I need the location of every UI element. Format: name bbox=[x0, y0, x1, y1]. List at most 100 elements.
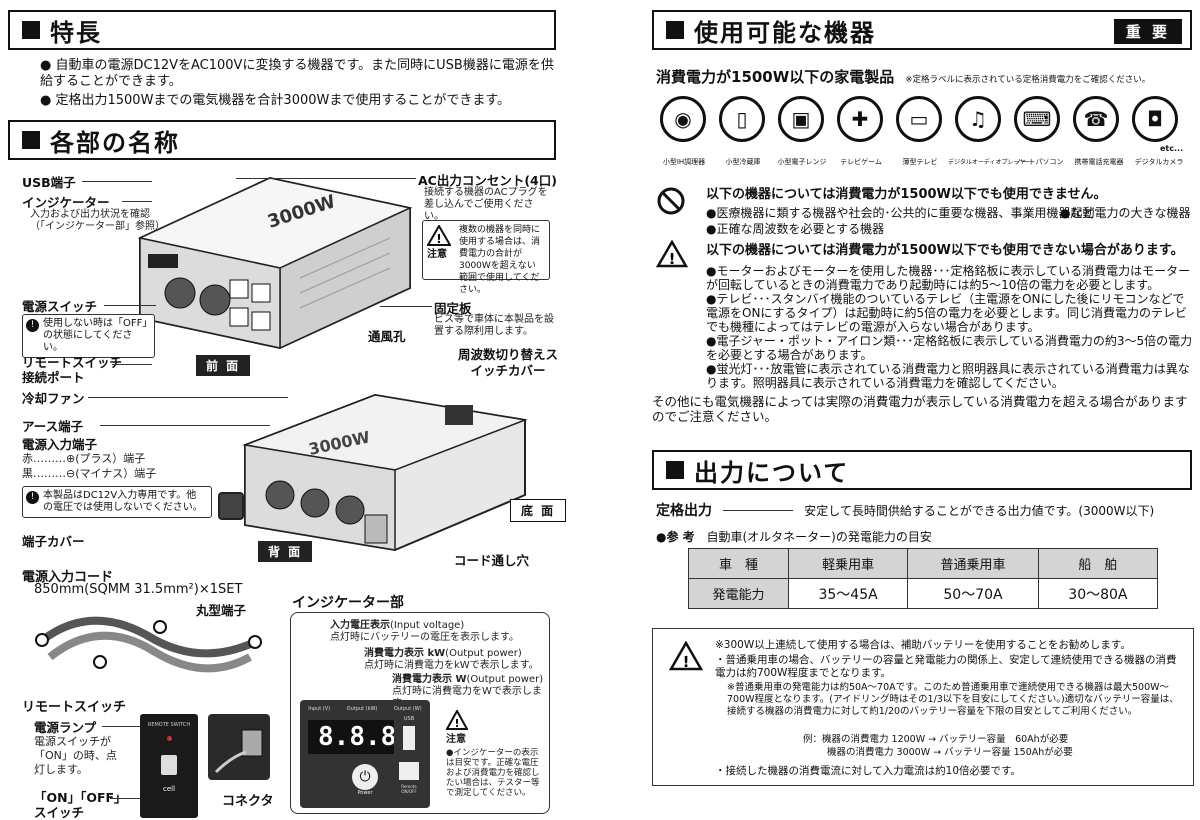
device-label: ノートパソコン bbox=[1014, 158, 1064, 166]
power-input-label: 電源入力端子 bbox=[22, 437, 98, 452]
output-title: 出力について bbox=[694, 458, 850, 487]
terminal-cover-label: 端子カバー bbox=[22, 534, 85, 549]
usb-port[interactable] bbox=[403, 726, 415, 750]
camera-icon: ◘ bbox=[1132, 96, 1178, 142]
indicator-caution-text: ●インジケーターの表示は目安です。正確な電圧および消費電力を確認したい場合は、テ… bbox=[446, 748, 540, 798]
remote-port-label: リモートスイッチ接続ポート bbox=[22, 355, 123, 385]
parts-header: 各部の名称 bbox=[8, 120, 556, 160]
indicator-sub: 入力および出力状況を確認（「インジケーター部」参照） bbox=[30, 209, 165, 232]
device-label: 小型冷蔵庫 bbox=[725, 158, 761, 166]
usable-title: 使用可能な機器 bbox=[694, 18, 876, 47]
warn-item-3: ●電子ジャー・ポット・アイロン類･･･定格銘板に表示している消費電力の約3～5倍… bbox=[706, 334, 1193, 362]
power-button-icon[interactable]: ⏻ bbox=[352, 764, 378, 790]
terminal-cover-illustration bbox=[218, 492, 244, 520]
ih-cooker-icon: ◉ bbox=[660, 96, 706, 142]
notice-line-4: ・接続した機器の消費電流に対して入力電流は約10倍必要です。 bbox=[715, 765, 1021, 777]
leader-line bbox=[104, 305, 156, 306]
prohibit-item-1: ●医療機器に類する機器や社会的･公共的に重要な機器、事業用機器など bbox=[706, 206, 1095, 220]
indicator-label: インジケーター bbox=[22, 195, 110, 210]
leader-line bbox=[236, 178, 416, 179]
table-cell: 発電能力 bbox=[688, 578, 789, 609]
freq-switch-label: 周波数切り替えスイッチカバー bbox=[458, 347, 559, 378]
prohibit-item-3: ●正確な周波数を必要とする機器 bbox=[706, 222, 885, 236]
leader-line bbox=[122, 201, 152, 202]
onoff-label: 「ON」「OFF」スイッチ bbox=[34, 790, 121, 820]
bottom-tag: 底 面 bbox=[510, 499, 567, 522]
usable-lead: 消費電力が1500W以下の家電製品 ※定格ラベルに表示されている定格消費電力をご… bbox=[656, 68, 1151, 86]
device-label: 小型電子レンジ bbox=[777, 158, 827, 166]
power-label: Power bbox=[357, 790, 373, 796]
table-header-cell: 軽乗用車 bbox=[787, 548, 909, 579]
remote-plate-text: REMOTE SWITCH bbox=[147, 722, 191, 728]
fridge-icon: ▯ bbox=[719, 96, 765, 142]
table-header-cell: 普通乗用車 bbox=[907, 548, 1039, 579]
warn-item-2: ●テレビ･･･スタンバイ機能のついているテレビ（主電源をONにした後にリモコンな… bbox=[706, 292, 1187, 334]
usb-port-panel: USB Remote ON/OFF bbox=[394, 712, 424, 804]
svg-text:!: ! bbox=[436, 232, 441, 246]
remote-plate-brand: cell bbox=[162, 785, 176, 793]
ac-outlet-label: AC出力コンセント(4口) bbox=[418, 173, 557, 188]
table-header-cell: 船 舶 bbox=[1037, 548, 1159, 579]
usb-label-small: USB bbox=[403, 716, 415, 722]
table-cell: 35～45A bbox=[787, 578, 909, 609]
power-switch-label: 電源スイッチ bbox=[22, 299, 98, 314]
features-header: 特長 bbox=[8, 10, 556, 50]
connector-label: コネクタ bbox=[222, 794, 274, 809]
onoff-switch[interactable] bbox=[161, 755, 177, 775]
game-controller-icon: ✚ bbox=[837, 96, 883, 142]
leader-line bbox=[102, 726, 158, 727]
svg-text:!: ! bbox=[454, 717, 459, 730]
remote-port[interactable] bbox=[399, 762, 419, 780]
remote-switch-plate: REMOTE SWITCH cell bbox=[140, 714, 198, 818]
back-tag: 背 面 bbox=[258, 541, 313, 562]
notice-line-1: ※300W以上連続して使用する場合は、補助バッテリーを使用することをお勧めします… bbox=[715, 639, 1131, 651]
alert-icon: ! bbox=[26, 491, 39, 504]
front-tag: 前 面 bbox=[196, 355, 251, 376]
generation-capacity-table: 車 種 軽乗用車 普通乗用車 船 舶 発電能力 35～45A 50～70A 30… bbox=[688, 548, 1159, 609]
svg-text:!: ! bbox=[669, 250, 676, 268]
notice-example-1: 例：機器の消費電力 1200W → バッテリー容量 60Ahが必要 bbox=[803, 734, 1069, 745]
notice-example-2: 機器の消費電力 3000W → バッテリー容量 150Ahが必要 bbox=[827, 747, 1073, 758]
table-cell: 30～80A bbox=[1037, 578, 1159, 609]
power-cord-title: 電源入力コード bbox=[22, 570, 114, 585]
caution-label: 注意 bbox=[427, 249, 447, 260]
warning-icon: ! bbox=[656, 240, 688, 268]
device-label: 薄型テレビ bbox=[902, 158, 938, 166]
remote-onoff-label: Remote ON/OFF bbox=[401, 784, 417, 794]
black-terminal: 黒………⊖(マイナス）端子 bbox=[22, 467, 157, 480]
square-icon bbox=[666, 21, 684, 39]
square-icon bbox=[22, 21, 40, 39]
feature-bullet-1: ● 自動車の電源DC12VをAC100Vに変換する機器です。また同時にUSB機器… bbox=[40, 58, 554, 89]
parts-title: 各部の名称 bbox=[50, 128, 180, 157]
device-label: テレビゲーム bbox=[840, 158, 882, 166]
notice-line-3: ※普通乗用車の発電能力は約50A～70Aです。このため普通乗用車で連続使用できる… bbox=[727, 682, 1179, 717]
output-header: 出力について bbox=[652, 450, 1192, 490]
inverter-front-illustration: 3000W bbox=[137, 176, 413, 350]
usable-header: 使用可能な機器 重 要 bbox=[652, 10, 1192, 50]
device-label: 小型IH調理器 bbox=[662, 158, 706, 166]
square-icon bbox=[22, 131, 40, 149]
input-voltage-desc: 入力電圧表示(Input voltage) 点灯時にバッテリーの電圧を表示します… bbox=[330, 620, 519, 643]
warn-item-1: ●モーターおよびモーターを使用した機器･･･定格銘板に表示している消費電力はモー… bbox=[706, 264, 1191, 292]
square-icon bbox=[666, 461, 684, 479]
dc-note: ! 本製品はDC12V入力専用です。他の電圧では使用しないでください。 bbox=[22, 486, 212, 518]
notice-box: ! ※300W以上連続して使用する場合は、補助バッテリーを使用することをお勧めし… bbox=[652, 628, 1194, 786]
notice-line-2: ・普通乗用車の場合、バッテリーの容量と発電能力の関係上、安定して連続使用できる機… bbox=[715, 654, 1177, 679]
warn-head: 以下の機器については消費電力が1500W以下でも使用できない場合があります。 bbox=[706, 243, 1184, 258]
lamp-label: 電源ランプ bbox=[34, 720, 97, 735]
ac-caution-note: ! 注意 複数の機器を同時に使用する場合は、消費電力の合計が3000Wを超えない… bbox=[422, 220, 550, 295]
leader-line bbox=[82, 181, 152, 182]
lamp-sub: 電源スイッチが「ON」の時、点灯します。 bbox=[34, 735, 117, 776]
fixing-plate-label: 固定板 bbox=[434, 301, 472, 316]
power-lamp-icon bbox=[166, 736, 172, 741]
leader-line bbox=[100, 425, 270, 426]
leader-line bbox=[110, 798, 156, 799]
table-row: 車 種 軽乗用車 普通乗用車 船 舶 bbox=[688, 548, 1159, 579]
etc-label: etc... bbox=[1160, 144, 1184, 153]
phone-charger-icon: ☎ bbox=[1073, 96, 1119, 142]
microwave-icon: ▣ bbox=[778, 96, 824, 142]
device-label: デジタルオーディオプレーヤー bbox=[948, 159, 1032, 166]
prohibit-head: 以下の機器については消費電力が1500W以下でも使用できません。 bbox=[706, 187, 1107, 202]
table-row: 発電能力 35～45A 50～70A 30～80A bbox=[688, 578, 1159, 609]
cord-hole-label: コード通し穴 bbox=[454, 553, 530, 568]
